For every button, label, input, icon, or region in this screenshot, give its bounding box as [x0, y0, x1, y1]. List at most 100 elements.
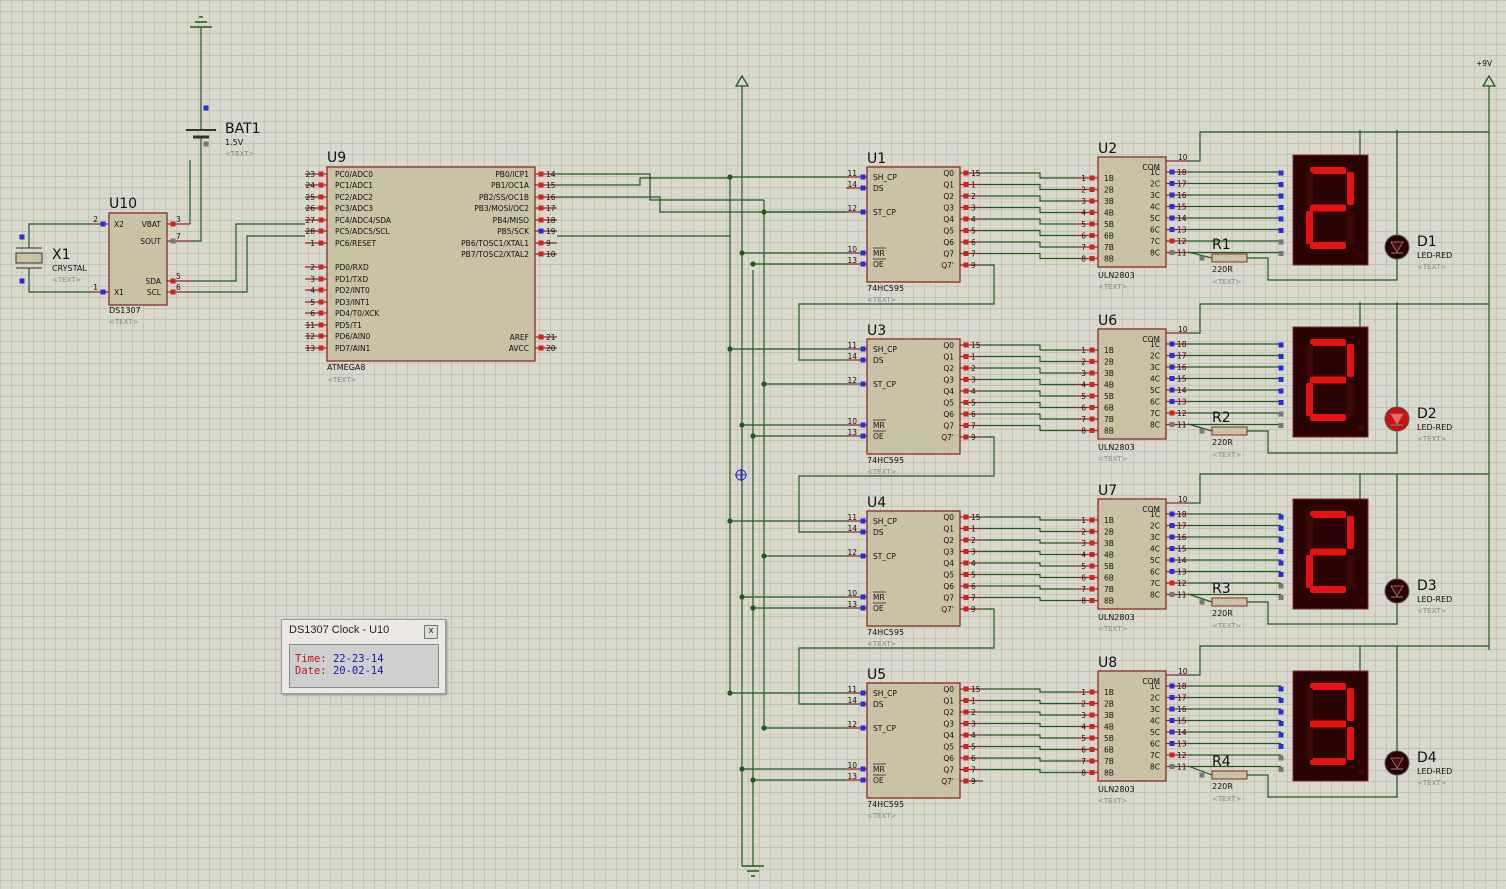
pin-name: 1C [1150, 510, 1160, 519]
pin-number: 5 [1081, 562, 1086, 571]
hc595-ref: U5 [867, 667, 886, 683]
seven-segment-display-3[interactable] [1278, 498, 1369, 610]
segment-g [1310, 204, 1346, 212]
pin-state-marker [1278, 342, 1284, 348]
pin-number: 6 [310, 309, 315, 318]
pin-name: SOUT [140, 237, 161, 246]
pin-name: PD0/RXD [335, 263, 369, 272]
segment-d [1310, 242, 1346, 249]
junction-dot [727, 518, 733, 524]
segment-dp [1358, 425, 1364, 431]
pin-number: 21 [546, 333, 556, 342]
pin-state-marker [1169, 192, 1175, 198]
pin-state-marker [963, 365, 969, 371]
power-symbols[interactable]: +9V [734, 59, 1497, 877]
supply-label: +9V [1476, 59, 1493, 68]
pin-name: 1C [1150, 340, 1160, 349]
pin-state-marker [963, 182, 969, 187]
pin-state-marker [1169, 557, 1175, 563]
pin-state-marker [538, 217, 544, 223]
pin-state-marker [1169, 695, 1175, 700]
junction-dot [727, 174, 733, 180]
led-value: LED-RED [1417, 423, 1452, 432]
pin-number: 15 [1177, 545, 1187, 554]
wires [28, 27, 1490, 866]
pin-number: 3 [310, 275, 315, 284]
pin-state-marker [1169, 399, 1175, 404]
pin-number: 23 [305, 170, 315, 179]
close-icon[interactable]: x [424, 625, 438, 639]
wire [983, 745, 1076, 751]
pin-name: 8B [1104, 769, 1114, 778]
junction-dot [761, 381, 767, 387]
pin-state-marker [963, 778, 969, 784]
pin-state-marker [1169, 341, 1175, 347]
pin-number: 13 [1177, 398, 1187, 407]
pin-state-marker [963, 767, 969, 772]
pin-state-marker [1089, 517, 1095, 523]
hc595-ref: U3 [867, 323, 886, 339]
wire [190, 235, 305, 293]
led-value: LED-RED [1417, 251, 1452, 260]
led-ref: D4 [1417, 750, 1437, 766]
pin-state-marker [963, 572, 969, 577]
text-placeholder: <TEXT> [1098, 625, 1128, 633]
wire [1247, 601, 1398, 625]
segment-g [1310, 376, 1346, 384]
junction-dot [761, 725, 767, 731]
pin-name: 7C [1150, 751, 1160, 760]
pin-number: 5 [176, 272, 181, 281]
pin-number: 13 [847, 600, 857, 609]
text-placeholder: <TEXT> [109, 318, 139, 326]
pin-number: 5 [310, 298, 315, 307]
ds1307-clock-window[interactable]: DS1307 Clock - U10 x Time: 22-23-14 Date… [281, 619, 446, 694]
pin-state-marker [963, 698, 969, 703]
seven-segment-display-1[interactable] [1278, 154, 1369, 266]
wire [983, 344, 1076, 351]
seven-segment-display-2[interactable] [1278, 326, 1369, 438]
pin-number: 14 [847, 524, 857, 533]
pin-name: 3B [1104, 369, 1114, 378]
wire [1187, 423, 1213, 432]
pin-state-marker [1089, 735, 1095, 741]
hc595-body [866, 682, 961, 799]
pin-number: 1 [1081, 516, 1086, 525]
seven-segment-display-4[interactable] [1278, 670, 1369, 782]
hc595-body [866, 338, 961, 455]
pin-number: 12 [1177, 409, 1187, 418]
pin-name: VBAT [142, 220, 162, 229]
pin-state-marker [860, 701, 866, 707]
pin-name: 7B [1104, 757, 1114, 766]
wire [983, 585, 1076, 590]
resistor-value: 220R [1212, 609, 1233, 618]
pin-name: COM [1142, 163, 1160, 172]
pin-state-marker [1089, 552, 1095, 557]
pin-number: 17 [1177, 694, 1187, 703]
pin-name: 4B [1104, 209, 1114, 218]
pin-name: Q7' [941, 777, 954, 786]
pin-number: 16 [1177, 705, 1187, 714]
pin-state-marker [318, 194, 324, 200]
pin-name: DS [873, 184, 884, 193]
